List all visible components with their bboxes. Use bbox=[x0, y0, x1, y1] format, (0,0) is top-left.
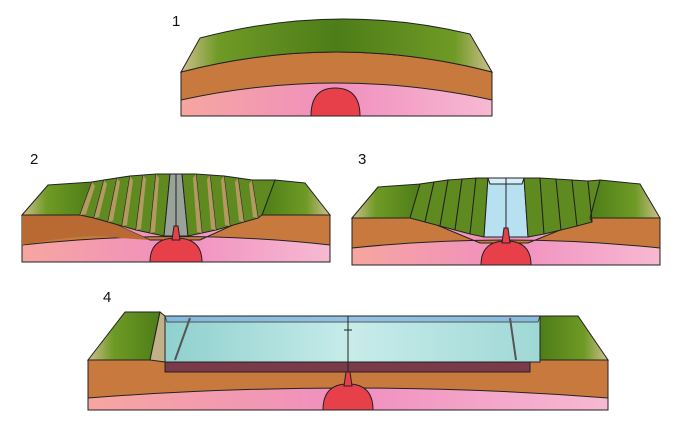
step-label-2: 2 bbox=[30, 151, 39, 168]
block-1-doming bbox=[179, 18, 494, 117]
block-3-linear-sea bbox=[350, 177, 661, 266]
step-label-1: 1 bbox=[172, 13, 181, 30]
step-label-3: 3 bbox=[358, 151, 367, 168]
block-4-ocean-basin bbox=[86, 311, 609, 411]
step-label-4: 4 bbox=[103, 289, 112, 306]
block-2-rifting bbox=[20, 173, 332, 263]
